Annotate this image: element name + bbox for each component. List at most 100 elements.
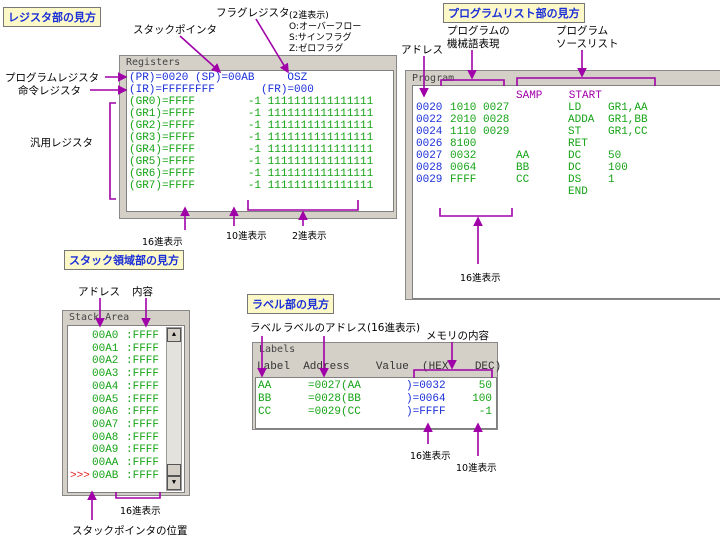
program-operand: GR1,CC [608, 126, 648, 138]
stack-value: :FFFF [126, 406, 160, 419]
labels-panel-legend: Labels [257, 344, 298, 355]
label-name: BB [258, 393, 272, 405]
program-machine-code: 2010 0028 [450, 114, 510, 126]
general-register-row: (GR4)=FFFF -1 1111111111111111 [129, 144, 374, 156]
label-dec-value: 100 [472, 393, 492, 405]
program-address: 0027 [416, 150, 443, 162]
stack-value: :FFFF [126, 330, 160, 342]
program-hex-display-label: 16進表示 [460, 273, 501, 284]
program-address: 0020 [416, 102, 443, 114]
program-operand: GR1,AA [608, 102, 648, 114]
machine-code-annotation-1: プログラムの [447, 25, 510, 37]
label-address: =0028(BB [308, 393, 361, 405]
flag-note-overflow: O:オーバーフロー [289, 22, 362, 32]
label-name: AA [258, 380, 272, 392]
flag-register-annotation: フラグレジスタ [216, 7, 290, 19]
stack-address: 00A9 [92, 444, 119, 457]
stack-hex-display-label: 16進表示 [120, 506, 161, 517]
label-name: CC [258, 406, 272, 418]
stack-section-title: スタック領域部の見方 [64, 250, 184, 270]
bracket-general-registers [109, 102, 116, 200]
program-operand: 100 [608, 162, 628, 174]
scroll-up-button[interactable]: ▲ [167, 328, 181, 342]
program-machine-code: 0032 [450, 150, 477, 162]
pr-sp-row: (PR)=0020 (SP)=00AB OSZ [129, 72, 308, 84]
program-machine-code: 0064 [450, 162, 477, 174]
program-address: 0022 [416, 114, 443, 126]
program-section-title: プログラムリスト部の見方 [443, 3, 585, 23]
stack-panel-legend: Stack Area [67, 312, 132, 323]
program-address: 0024 [416, 126, 443, 138]
label-address-annotation: ラベルのアドレス(16進表示) [283, 322, 421, 334]
program-machine-code: 8100 [450, 138, 477, 150]
source-list-annotation-1: プログラム [556, 25, 609, 37]
stack-value: :FFFF [126, 431, 160, 444]
stack-scrollbar[interactable]: ▲ ▼ [166, 327, 182, 491]
reg-hex-display-label: 16進表示 [142, 237, 183, 248]
flag-note-binary: (2進表示) [289, 11, 329, 21]
program-address-annotation: アドレス [401, 44, 443, 56]
label-hex-value: )=0032 [406, 380, 446, 392]
stack-pointer-marker: >>> [70, 469, 90, 482]
stack-address: 00A8 [92, 431, 119, 444]
program-address: 0026 [416, 138, 443, 150]
general-register-row: (GR5)=FFFF -1 1111111111111111 [129, 156, 374, 168]
machine-code-annotation-2: 機械語表現 [447, 38, 500, 50]
stack-value: :FFFF [126, 380, 160, 393]
program-machine-code: FFFF [450, 174, 477, 186]
registers-panel: Registers (PR)=0020 (SP)=00AB OSZ (IR)=F… [119, 55, 397, 219]
general-register-row: (GR0)=FFFF -1 1111111111111111 [129, 96, 374, 108]
ir-fr-row: (IR)=FFFFFFFF (FR)=000 [129, 84, 314, 96]
program-machine-code: 1110 0029 [450, 126, 510, 138]
program-operand: 1 [608, 174, 615, 186]
label-address: =0027(AA [308, 380, 361, 392]
stack-value: :FFFF [126, 444, 160, 457]
stack-address: 00A6 [92, 406, 119, 419]
flag-note-zero: Z:ゼロフラグ [289, 44, 344, 54]
program-operand: 50 [608, 150, 622, 162]
stack-pointer-position-label: スタックポインタの位置 [72, 525, 188, 537]
reg-dec-display-label: 10進表示 [226, 231, 267, 242]
stack-address: 00AA [92, 457, 119, 469]
stack-value: :FFFF [126, 418, 160, 431]
program-opcode: DC [568, 162, 582, 174]
labels-header-row: Label Address Value (HEX DEC) [257, 361, 502, 373]
stack-address: 00A3 [92, 368, 119, 381]
general-register-row: (GR7)=FFFF -1 1111111111111111 [129, 180, 374, 192]
general-register-row: (GR1)=FFFF -1 1111111111111111 [129, 108, 374, 120]
labels-panel: Labels Label Address Value (HEX DEC) AA =… [252, 342, 502, 430]
general-register-row: (GR3)=FFFF -1 1111111111111111 [129, 132, 374, 144]
program-opcode: LD [568, 102, 582, 114]
general-register-row: (GR6)=FFFF -1 1111111111111111 [129, 168, 374, 180]
program-opcode: RET [568, 138, 588, 150]
labels-section-title: ラベル部の見方 [247, 294, 334, 314]
label-hex-value: )=0064 [406, 393, 446, 405]
scroll-thumb[interactable] [167, 464, 181, 476]
stack-pointer-annotation: スタックポインタ [133, 24, 217, 36]
general-registers-annotation: 汎用レジスタ [30, 137, 93, 149]
program-label: CC [516, 174, 530, 186]
label-hex-value: )=FFFF [406, 406, 446, 418]
program-label: BB [516, 162, 530, 174]
stack-value: :FFFF [126, 469, 160, 482]
registers-section-title: レジスタ部の見方 [3, 7, 101, 27]
label-annotation: ラベル [250, 322, 282, 334]
program-opcode: ST [568, 126, 582, 138]
label-dec-value: 50 [478, 380, 492, 392]
program-machine-code: 1010 0027 [450, 102, 510, 114]
stack-address: 00AB [92, 469, 119, 482]
reg-bin-display-label: 2進表示 [292, 231, 327, 242]
stack-value: :FFFF [126, 355, 160, 368]
program-opcode: DS [568, 174, 582, 186]
stack-value: :FFFF [126, 342, 160, 355]
scroll-down-button[interactable]: ▼ [167, 476, 181, 490]
stack-address: 00A7 [92, 418, 119, 431]
label-dec-value: -1 [478, 406, 492, 418]
stack-value: :FFFF [126, 393, 160, 406]
stack-address: 00A1 [92, 342, 119, 355]
program-panel-legend: Program [410, 73, 457, 84]
